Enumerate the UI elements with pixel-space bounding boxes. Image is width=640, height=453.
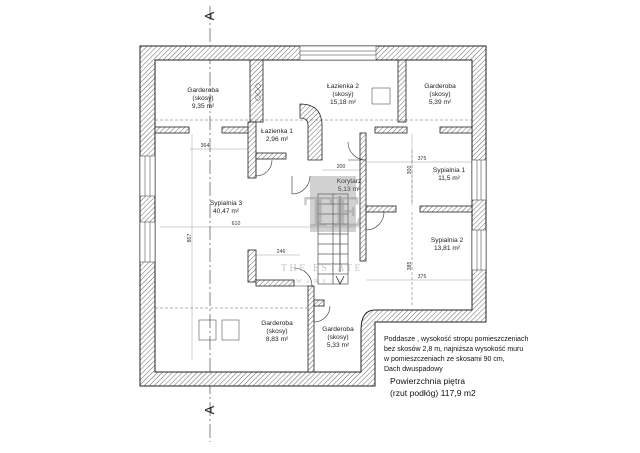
room-sypialnia-1: Sypialnia 1 11,5 m² [433, 167, 466, 182]
total-area-title: Powierzchnia piętra [390, 376, 465, 386]
room-area: 9,35 m² [192, 103, 215, 110]
room-name: Sypialnia 3 [210, 200, 243, 207]
room-name: Korytarz [337, 178, 362, 185]
room-name: Garderoba [187, 87, 219, 94]
room-garderoba-s: Garderoba (skosy) 5,33 m² [322, 326, 354, 349]
note-line-4: Dach dwuspadowy [384, 366, 443, 373]
dim-200: 200 [337, 164, 346, 170]
note-line-2: bez skosów 2,8 m, najniższa wysokość mur… [384, 346, 523, 353]
room-area: 15,18 m² [330, 99, 357, 106]
room-name: Łazienka 1 [261, 128, 293, 135]
dimension-lines [160, 134, 472, 360]
room-garderoba-sw: Garderoba (skosy) 8,83 m² [261, 320, 293, 343]
room-area: 5,33 m² [327, 342, 350, 349]
room-sypialnia-3: Sypialnia 3 40,47 m² [210, 200, 243, 215]
dim-364: 364 [201, 143, 210, 149]
room-name: Sypialnia 1 [433, 167, 466, 174]
dim-246: 246 [277, 249, 286, 255]
room-name: Garderoba [261, 320, 293, 327]
room-garderoba-ne: Garderoba (skosy) 5,39 m² [424, 83, 456, 106]
watermark-logo: TE [304, 187, 363, 236]
room-area: 8,83 m² [266, 336, 289, 343]
room-area: 5,39 m² [429, 99, 452, 106]
watermark-brand: THE ESTATE [281, 263, 363, 274]
dim-300: 300 [407, 166, 413, 175]
watermark: TE THE ESTATE WARSAW [281, 176, 363, 285]
room-area: 5,13 m² [338, 186, 361, 193]
total-area-block: Powierzchnia piętra (rzut podłóg) 117,9 … [390, 376, 476, 398]
room-sub: (skosy) [332, 91, 353, 98]
dim-375-top: 375 [418, 156, 427, 162]
room-name: Garderoba [424, 83, 456, 90]
room-sub: (skosy) [266, 328, 287, 335]
section-label-bottom: A [202, 405, 217, 414]
notes-block: Poddasze , wysokość stropu pomieszczenia… [383, 336, 528, 373]
exterior-walls [139, 45, 487, 387]
room-area: 2,96 m² [266, 136, 289, 143]
windows [139, 45, 487, 271]
note-line-1: Poddasze , wysokość stropu pomieszczenia… [384, 336, 528, 343]
room-name: Garderoba [322, 326, 354, 333]
total-area-value: (rzut podłóg) 117,9 m2 [390, 388, 476, 398]
room-area: 13,81 m² [434, 245, 461, 252]
room-labels: Garderoba (skosy) 9,35 m² Łazienka 2 (sk… [187, 83, 465, 349]
room-area: 40,47 m² [213, 208, 240, 215]
note-line-3: w pomieszczeniach ze skosami 90 cm, [383, 356, 505, 363]
doors [255, 141, 385, 323]
room-sub: (skosy) [429, 91, 450, 98]
watermark-city: WARSAW [296, 278, 348, 285]
room-garderoba-nw: Garderoba (skosy) 9,35 m² [187, 87, 219, 110]
dim-385: 385 [407, 262, 413, 271]
watermark-logo-block [310, 176, 356, 232]
room-sub: (skosy) [327, 334, 348, 341]
room-name: Łazienka 2 [327, 83, 359, 90]
staircase [317, 193, 349, 285]
dimension-labels: 364 200 375 300 610 807 246 385 375 [187, 143, 426, 280]
section-line-a-a: A A [202, 6, 217, 442]
dim-807: 807 [187, 234, 193, 243]
room-area: 11,5 m² [438, 175, 461, 182]
room-lazienka-2: Łazienka 2 (skosy) 15,18 m² [327, 83, 359, 106]
room-korytarz: Korytarz 5,13 m² [337, 178, 362, 193]
section-label-top: A [202, 11, 217, 20]
interior-walls [154, 59, 473, 373]
room-name: Sypialnia 2 [431, 237, 464, 244]
dim-610: 610 [232, 221, 241, 227]
fixtures [198, 83, 391, 341]
dim-375-bottom: 375 [418, 274, 427, 280]
room-sypialnia-2: Sypialnia 2 13,81 m² [431, 237, 464, 252]
room-lazienka-1: Łazienka 1 2,96 m² [261, 128, 293, 143]
room-sub: (skosy) [192, 95, 213, 102]
